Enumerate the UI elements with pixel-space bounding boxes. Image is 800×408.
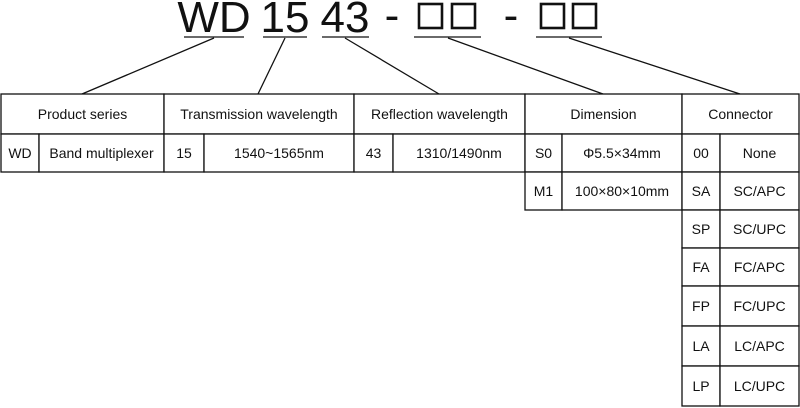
dimension-code: S0: [535, 145, 552, 161]
connector-code-cell: [681, 133, 721, 173]
product-series-code: WD: [8, 145, 31, 161]
dimension-code: M1: [534, 183, 554, 199]
connector-code-cell: [681, 247, 721, 287]
transmission-code: 15: [176, 145, 192, 161]
leader-line-transmission: [257, 37, 286, 95]
code-dash-1: -: [385, 0, 400, 40]
connector-code: FA: [692, 259, 710, 275]
leader-lines: [81, 37, 741, 95]
header-product-series-cell: [0, 93, 165, 135]
connector-desc: SC/APC: [733, 183, 785, 199]
transmission-desc-cell: [203, 133, 355, 173]
connector-desc: FC/UPC: [733, 298, 785, 314]
dimension-desc: Φ5.5×34mm: [583, 145, 661, 161]
connector-code: SA: [692, 183, 711, 199]
reflection-desc: 1310/1490nm: [416, 145, 502, 161]
code-reflection: 43: [321, 0, 370, 42]
leader-line-product-series: [81, 37, 215, 95]
connector-code-cell: [681, 325, 721, 367]
connector-rows: 00 None SA SC/APC SP SC/UPC FA FC/APC FP…: [681, 133, 800, 407]
dimension-placeholder-box-2: [450, 2, 477, 30]
code-dash-2: -: [504, 0, 519, 40]
connector-desc: FC/APC: [734, 259, 785, 275]
connector-code: FP: [692, 298, 710, 314]
header-product-series: Product series: [38, 106, 127, 122]
connector-desc: LC/APC: [734, 338, 785, 354]
connector-code: 00: [693, 145, 709, 161]
connector-code-cell: [681, 365, 721, 407]
connector-placeholder-box-1: [539, 2, 566, 30]
header-connector-cell: [681, 93, 800, 135]
dimension-desc-cell: [561, 171, 683, 211]
connector-desc-cell: [719, 171, 800, 211]
connector-desc: None: [743, 145, 777, 161]
connector-desc-cell: [719, 209, 800, 249]
header-reflection-wavelength: Reflection wavelength: [371, 106, 508, 122]
product-series-desc-cell: [38, 133, 165, 173]
dimension-placeholder-box-1: [417, 2, 444, 30]
reflection-code: 43: [366, 145, 382, 161]
leader-line-reflection: [344, 37, 440, 95]
code-transmission: 15: [261, 0, 310, 42]
connector-code-cell: [681, 209, 721, 249]
connector-code-cell: [681, 171, 721, 211]
connector-placeholder-box-2: [571, 2, 598, 30]
connector-desc: SC/UPC: [733, 221, 786, 237]
connector-desc-cell: [719, 365, 800, 407]
connector-code: LA: [692, 338, 710, 354]
connector-desc: LC/UPC: [734, 378, 785, 394]
table-header-row: Product series Transmission wavelength R…: [0, 93, 800, 135]
header-connector: Connector: [708, 106, 773, 122]
part-code: WD 15 43 - -: [177, 0, 602, 42]
header-reflection-cell: [353, 93, 526, 135]
connector-code: SP: [692, 221, 711, 237]
leader-line-connector: [568, 37, 741, 95]
leader-line-dimension: [447, 37, 604, 95]
dimension-desc-cell: [561, 133, 683, 173]
connector-desc-cell: [719, 325, 800, 367]
code-prefix: WD: [177, 0, 250, 42]
transmission-desc: 1540~1565nm: [234, 145, 324, 161]
connector-code: LP: [692, 378, 709, 394]
header-transmission-wavelength: Transmission wavelength: [180, 106, 337, 122]
dimension-rows: S0 Φ5.5×34mm M1 100×80×10mm: [524, 133, 683, 211]
table-row: WD Band multiplexer 15 1540~1565nm 43 13…: [0, 133, 526, 173]
dimension-desc: 100×80×10mm: [575, 183, 669, 199]
product-series-desc: Band multiplexer: [49, 145, 154, 161]
header-dimension: Dimension: [570, 106, 636, 122]
connector-desc-cell: [719, 285, 800, 327]
reflection-desc-cell: [392, 133, 526, 173]
connector-desc-cell: [719, 133, 800, 173]
